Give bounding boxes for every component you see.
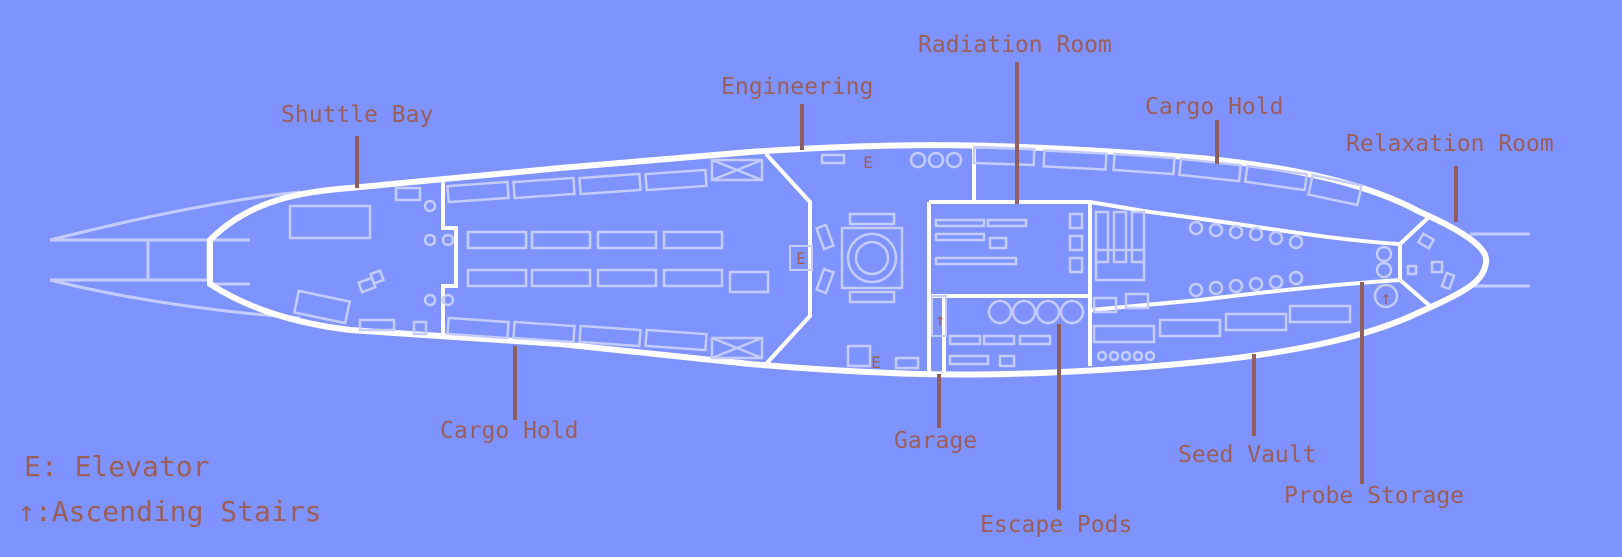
label-garage: Garage [894,428,978,454]
elevator-marker-mid: E [796,249,806,268]
hull-outline [207,142,1490,378]
label-probe-storage: Probe Storage [1284,483,1465,509]
label-engineering: Engineering [721,74,874,100]
label-radiation-room: Radiation Room [918,32,1112,58]
legend-stairs: ↑:Ascending Stairs [18,495,322,528]
elevator-marker-bottom: E [871,353,881,372]
stairs-marker-garage: ↑ [935,310,946,331]
leader-lines [355,62,1458,510]
label-relaxation-room: Relaxation Room [1346,131,1554,157]
elevator-marker-top: E [863,153,873,172]
fixtures [288,145,1456,370]
legend-elevator: E: Elevator [24,450,210,483]
label-cargo-hold-bottom: Cargo Hold [440,418,579,444]
label-escape-pods: Escape Pods [980,512,1133,538]
stair-markers: ↑ ↑ [931,288,1392,337]
interior-walls [208,148,1432,372]
label-shuttle-bay: Shuttle Bay [281,102,434,128]
label-cargo-hold-top: Cargo Hold [1145,94,1284,120]
label-seed-vault: Seed Vault [1178,442,1317,468]
elevator-box-mid [789,245,813,271]
elevator-markers: E E E [789,153,881,372]
stairs-marker-probe: ↑ [1381,288,1392,309]
stairs-box-garage [931,295,947,337]
